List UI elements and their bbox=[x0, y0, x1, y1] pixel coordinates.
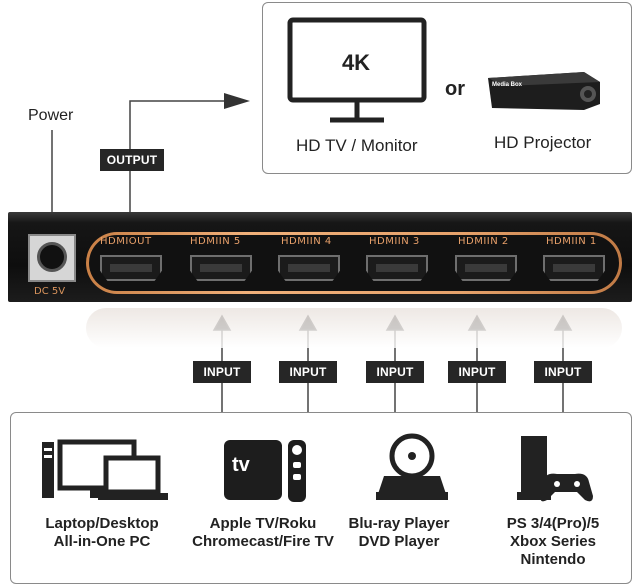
output-tag: OUTPUT bbox=[100, 149, 164, 171]
source-label-bluray: Blu-ray Player DVD Player bbox=[348, 515, 450, 550]
source-label-streaming: Apple TV/Roku Chromecast/Fire TV bbox=[192, 515, 334, 550]
or-text: or bbox=[445, 78, 465, 100]
source-label-pc: Laptop/Desktop All-in-One PC bbox=[45, 515, 159, 550]
dc-jack-hole bbox=[37, 242, 67, 272]
bluray-player-icon bbox=[376, 433, 448, 500]
input-tag-3: INPUT bbox=[366, 361, 424, 383]
tv-monitor-label: HD TV / Monitor bbox=[296, 136, 418, 155]
projector-brand-text: Media Box bbox=[492, 82, 523, 88]
projector-icon bbox=[488, 72, 600, 110]
port-label-hdmi-out: HDMIOUT bbox=[100, 236, 152, 247]
laptop-desktop-icon bbox=[42, 439, 168, 500]
hdmi-in-2-port bbox=[455, 255, 517, 281]
input-tag-5: INPUT bbox=[193, 361, 251, 383]
hdmi-in-3-port bbox=[366, 255, 428, 281]
port-panel-inner bbox=[89, 235, 619, 291]
port-label-hdmi-in-2: HDMIIN 2 bbox=[458, 236, 509, 247]
input-tag-4: INPUT bbox=[279, 361, 337, 383]
port-label-hdmi-in-4: HDMIIN 4 bbox=[281, 236, 332, 247]
projector-label: HD Projector bbox=[494, 133, 592, 152]
game-console-icon bbox=[517, 436, 593, 502]
dc-5v-label: DC 5V bbox=[34, 286, 66, 297]
hdmi-out-port bbox=[100, 255, 162, 281]
device-reflection bbox=[86, 308, 622, 348]
input-tag-1: INPUT bbox=[534, 361, 592, 383]
port-label-hdmi-in-5: HDMIIN 5 bbox=[190, 236, 241, 247]
tv-4k-badge: 4K bbox=[341, 50, 371, 75]
tv-monitor-icon bbox=[287, 17, 427, 123]
hdmi-in-1-port bbox=[543, 255, 605, 281]
power-label: Power bbox=[28, 107, 74, 124]
port-label-hdmi-in-3: HDMIIN 3 bbox=[369, 236, 420, 247]
apple-tv-icon bbox=[224, 440, 306, 502]
connector-lines bbox=[51, 93, 573, 412]
source-label-consoles: PS 3/4(Pro)/5 Xbox Series Nintendo bbox=[506, 515, 600, 568]
input-tag-2: INPUT bbox=[448, 361, 506, 383]
hdmi-in-5-port bbox=[190, 255, 252, 281]
port-label-hdmi-in-1: HDMIIN 1 bbox=[546, 236, 597, 247]
apple-tv-logo-text: tv bbox=[232, 454, 250, 476]
hdmi-in-4-port bbox=[278, 255, 340, 281]
